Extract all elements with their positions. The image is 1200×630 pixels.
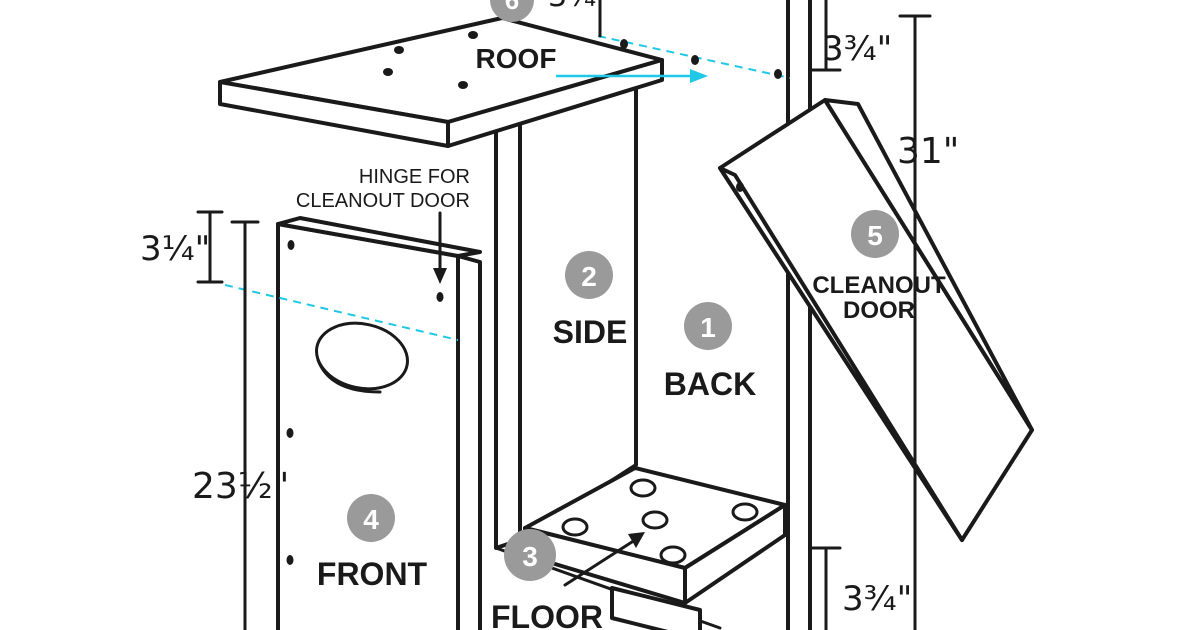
entrance-hole xyxy=(315,321,409,391)
alignment-guides xyxy=(224,35,791,341)
dimension-front-height: 23½" xyxy=(192,466,289,507)
svg-text:3: 3 xyxy=(522,541,538,572)
side-label: SIDE xyxy=(553,314,628,350)
dimension-bottom: 3¾" xyxy=(842,579,912,619)
badge-front: 4 xyxy=(347,494,395,542)
hinge-callout-line1: HINGE FOR xyxy=(359,166,470,188)
floor-drain-hole xyxy=(659,545,687,565)
hinge-callout-line2: CLEANOUT DOOR xyxy=(296,190,470,212)
floor-drain-hole xyxy=(629,478,657,498)
cleanout-label-line1: CLEANOUT xyxy=(812,272,946,299)
roof-label: ROOF xyxy=(476,43,557,74)
hinge-arrow xyxy=(433,211,447,284)
back-board xyxy=(786,0,812,630)
badge-side: 2 xyxy=(565,251,613,299)
badge-roof: 6 xyxy=(490,0,534,22)
floor-board xyxy=(523,466,787,630)
badge-cleanout: 5 xyxy=(851,210,899,258)
dimension-lines xyxy=(196,0,932,630)
svg-text:6: 6 xyxy=(505,0,519,15)
floor-drain-hole xyxy=(731,502,759,522)
floor-drain-hole xyxy=(561,517,589,537)
dimension-top-partial: 3¾ xyxy=(548,0,596,14)
side-board xyxy=(494,84,722,630)
svg-text:1: 1 xyxy=(700,312,716,343)
dimension-back-height: 31" xyxy=(897,131,959,172)
floor-label: FLOOR xyxy=(491,599,603,630)
front-board xyxy=(276,216,482,630)
front-label: FRONT xyxy=(317,556,428,592)
badge-back: 1 xyxy=(684,302,732,350)
dimension-roof-gap: 3¾" xyxy=(822,29,892,69)
back-label: BACK xyxy=(664,366,756,402)
dimension-front-top: 3¼" xyxy=(140,229,210,269)
badge-floor: 3 xyxy=(504,529,556,581)
floor-drain-hole xyxy=(641,510,669,530)
svg-text:2: 2 xyxy=(581,261,597,292)
svg-text:5: 5 xyxy=(867,220,883,251)
roof-board xyxy=(218,16,664,148)
svg-text:4: 4 xyxy=(363,504,379,535)
cleanout-label-line2: DOOR xyxy=(843,297,915,324)
floor-arrow xyxy=(563,532,645,587)
cleanout-door xyxy=(718,98,1034,542)
